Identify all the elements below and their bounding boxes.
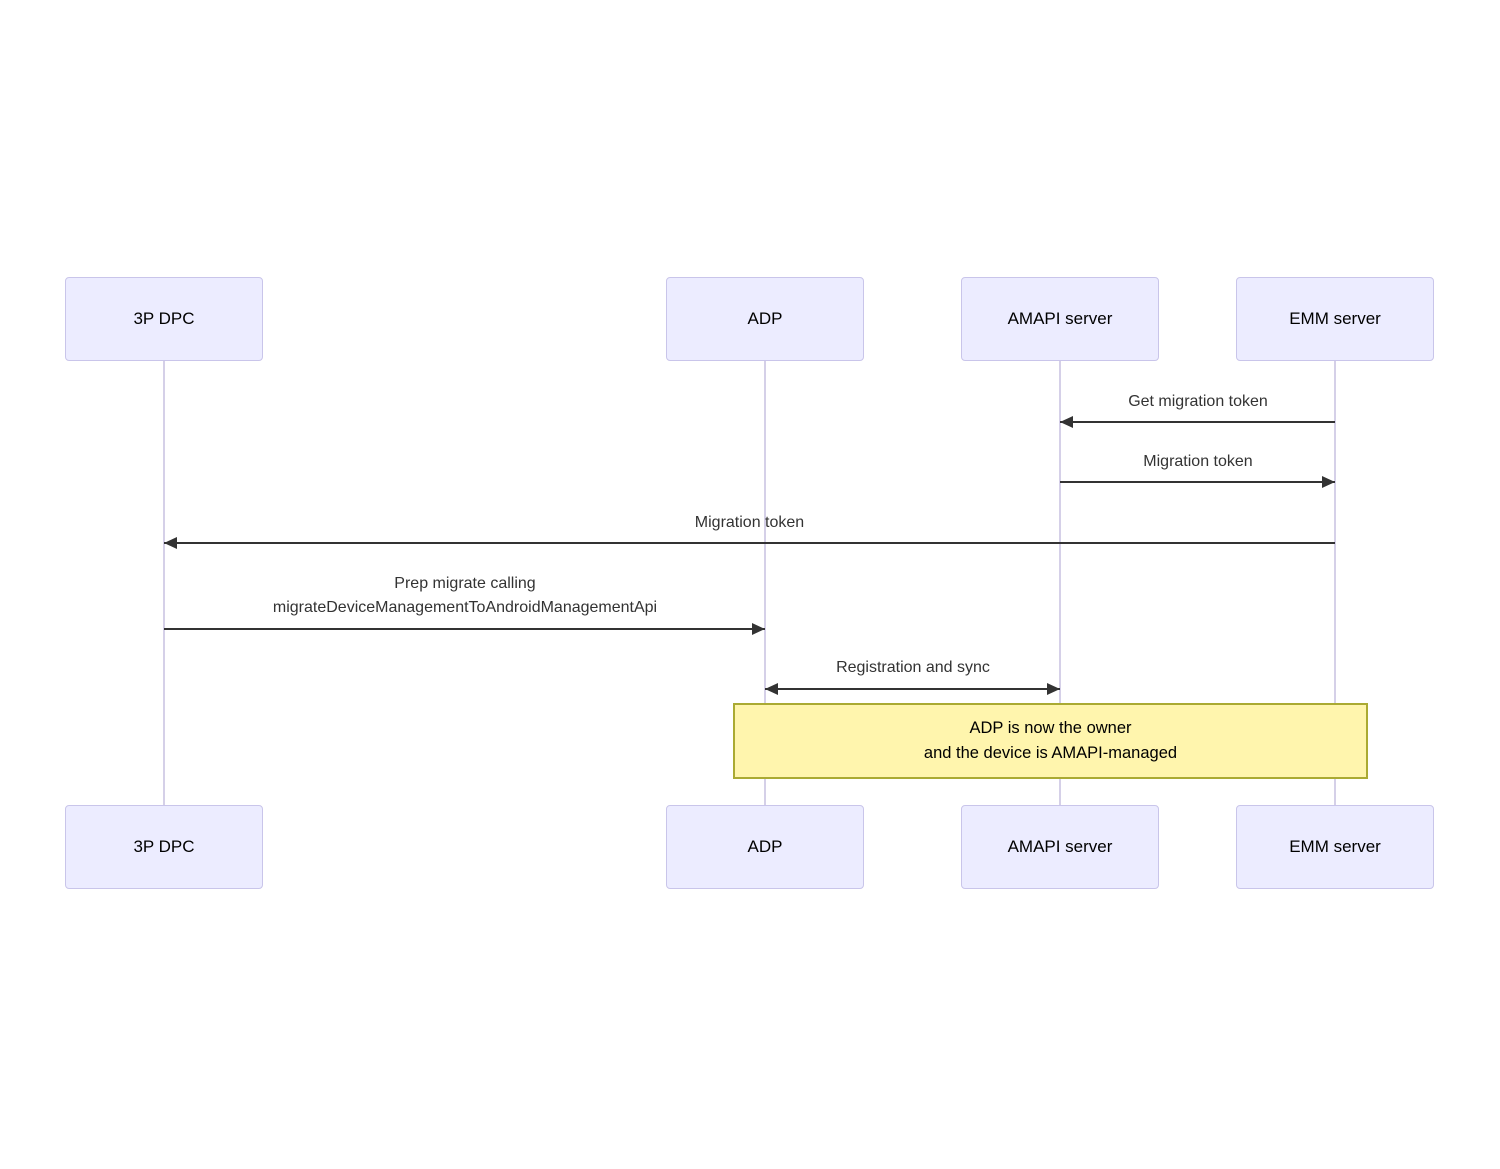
arrowhead-left-icon	[1060, 416, 1073, 428]
arrowhead-right-icon	[1047, 683, 1060, 695]
msg-migration-token-to-dpc-label: Migration token	[694, 514, 805, 531]
actor-adp-top: ADP	[666, 277, 864, 361]
msg-get-migration-token-arrow	[1060, 416, 1335, 428]
arrow-line	[164, 542, 1335, 544]
actor-emm-server-bottom: EMM server	[1236, 805, 1434, 889]
lifeline-amapi-server	[1059, 361, 1061, 805]
lifeline-adp	[764, 361, 766, 805]
arrow-line	[765, 688, 1060, 690]
msg-registration-sync-arrow	[765, 683, 1060, 695]
actor-amapi-server-bottom: AMAPI server	[961, 805, 1159, 889]
actor-adp-bottom: ADP	[666, 805, 864, 889]
arrow-line	[1060, 421, 1335, 423]
msg-prep-migrate-arrow	[164, 623, 765, 635]
actor-amapi-server-top: AMAPI server	[961, 277, 1159, 361]
arrow-line	[164, 628, 765, 630]
arrow-line	[1060, 481, 1335, 483]
lifeline-emm-server	[1334, 361, 1336, 805]
arrowhead-left-icon	[164, 537, 177, 549]
msg-registration-sync-label: Registration and sync	[836, 659, 990, 676]
msg-migration-token-to-emm-label: Migration token	[1143, 453, 1253, 470]
arrowhead-right-icon	[752, 623, 765, 635]
msg-migration-token-to-dpc-arrow	[164, 537, 1335, 549]
actor-3p-dpc-bottom: 3P DPC	[65, 805, 263, 889]
msg-migration-token-to-emm-arrow	[1060, 476, 1335, 488]
msg-prep-migrate-label: Prep migrate calling migrateDeviceManage…	[272, 575, 658, 616]
note-adp-owner: ADP is now the owner and the device is A…	[733, 703, 1368, 779]
arrowhead-right-icon	[1322, 476, 1335, 488]
msg-get-migration-token-label: Get migration token	[1128, 393, 1268, 410]
arrowhead-left-icon	[765, 683, 778, 695]
actor-3p-dpc-top: 3P DPC	[65, 277, 263, 361]
lifeline-3p-dpc	[163, 361, 165, 805]
actor-emm-server-top: EMM server	[1236, 277, 1434, 361]
